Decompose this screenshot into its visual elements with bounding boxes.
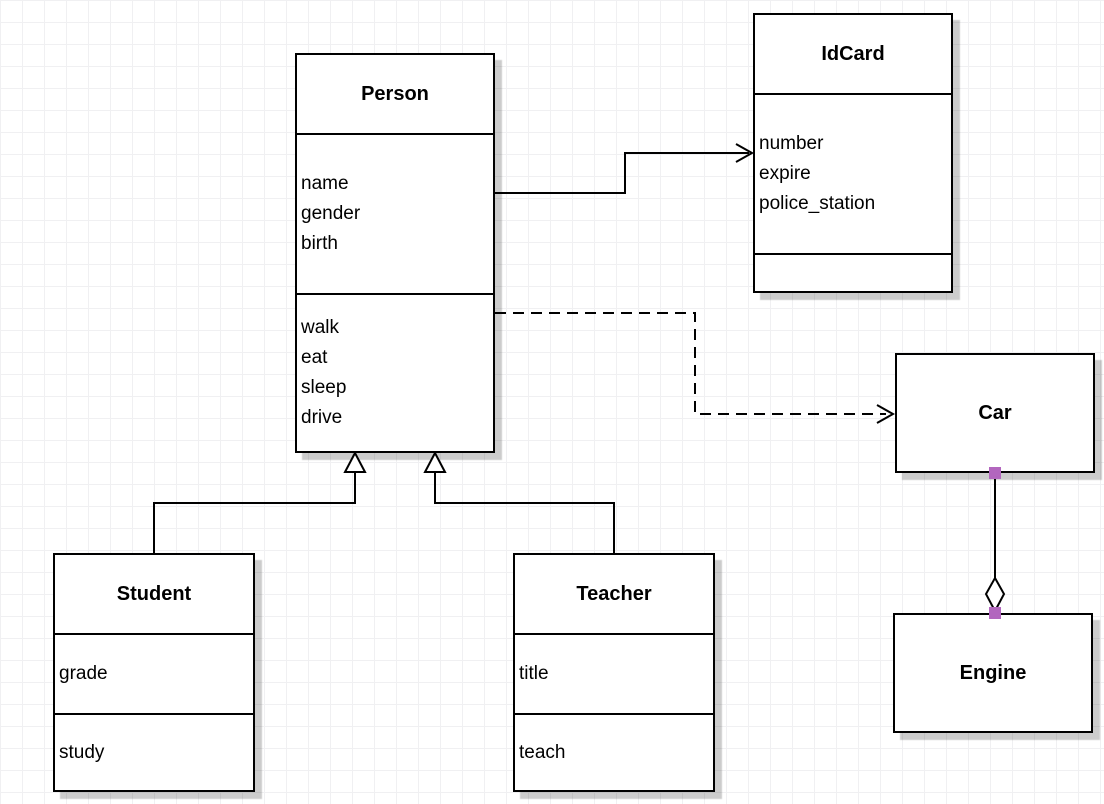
class-teacher-methods: teach bbox=[515, 713, 713, 790]
attribute: title bbox=[519, 663, 549, 684]
open-arrowhead-icon bbox=[735, 143, 755, 163]
association-line[interactable] bbox=[495, 152, 749, 194]
class-car-title: Car bbox=[978, 401, 1012, 424]
class-car[interactable]: Car bbox=[895, 353, 1095, 473]
dependency-person-car[interactable] bbox=[495, 312, 896, 424]
attribute: gender bbox=[301, 203, 361, 224]
generalization-student-person[interactable] bbox=[153, 450, 367, 553]
hollow-diamond-icon bbox=[984, 575, 1006, 614]
method: teach bbox=[519, 741, 566, 763]
class-idcard-attributes: number expire police_station bbox=[755, 93, 951, 253]
method: study bbox=[59, 741, 105, 763]
dependency-line[interactable] bbox=[495, 312, 886, 415]
class-student-title: Student bbox=[116, 582, 192, 605]
association-person-idcard[interactable] bbox=[495, 143, 755, 194]
attribute: number bbox=[759, 133, 824, 154]
class-idcard-title: IdCard bbox=[821, 42, 885, 65]
class-engine[interactable]: Engine bbox=[893, 613, 1093, 733]
hollow-triangle-icon bbox=[423, 450, 447, 473]
class-idcard[interactable]: IdCard number expire police_station bbox=[753, 13, 953, 293]
class-person-methods: walk eat sleep drive bbox=[297, 293, 493, 451]
hollow-triangle-icon bbox=[343, 450, 367, 473]
generalization-line[interactable] bbox=[434, 472, 615, 553]
method: eat bbox=[301, 347, 328, 368]
generalization-line[interactable] bbox=[153, 472, 356, 553]
method: walk bbox=[301, 317, 340, 338]
attribute: birth bbox=[301, 233, 338, 254]
open-arrowhead-icon bbox=[876, 404, 896, 424]
attribute: police_station bbox=[759, 193, 876, 214]
attribute: expire bbox=[759, 163, 811, 184]
attribute: grade bbox=[59, 663, 108, 684]
class-person-title: Person bbox=[361, 82, 429, 105]
class-student[interactable]: Student grade study bbox=[53, 553, 255, 792]
class-person-attributes: name gender birth bbox=[297, 133, 493, 293]
class-student-methods: study bbox=[55, 713, 253, 790]
class-person[interactable]: Person name gender birth walk eat sleep … bbox=[295, 53, 495, 453]
connection-endpoint-handle[interactable] bbox=[989, 607, 1001, 619]
class-student-attributes: grade bbox=[55, 633, 253, 713]
generalization-teacher-person[interactable] bbox=[423, 450, 615, 553]
connection-endpoint-handle[interactable] bbox=[989, 467, 1001, 479]
class-teacher-attributes: title bbox=[515, 633, 713, 713]
aggregation-car-engine[interactable] bbox=[984, 467, 1006, 619]
attribute: name bbox=[301, 173, 349, 194]
class-engine-title: Engine bbox=[959, 661, 1027, 684]
method: drive bbox=[301, 407, 343, 428]
class-teacher[interactable]: Teacher title teach bbox=[513, 553, 715, 792]
method: sleep bbox=[301, 377, 347, 398]
class-teacher-title: Teacher bbox=[576, 582, 652, 605]
class-idcard-methods bbox=[755, 253, 951, 291]
